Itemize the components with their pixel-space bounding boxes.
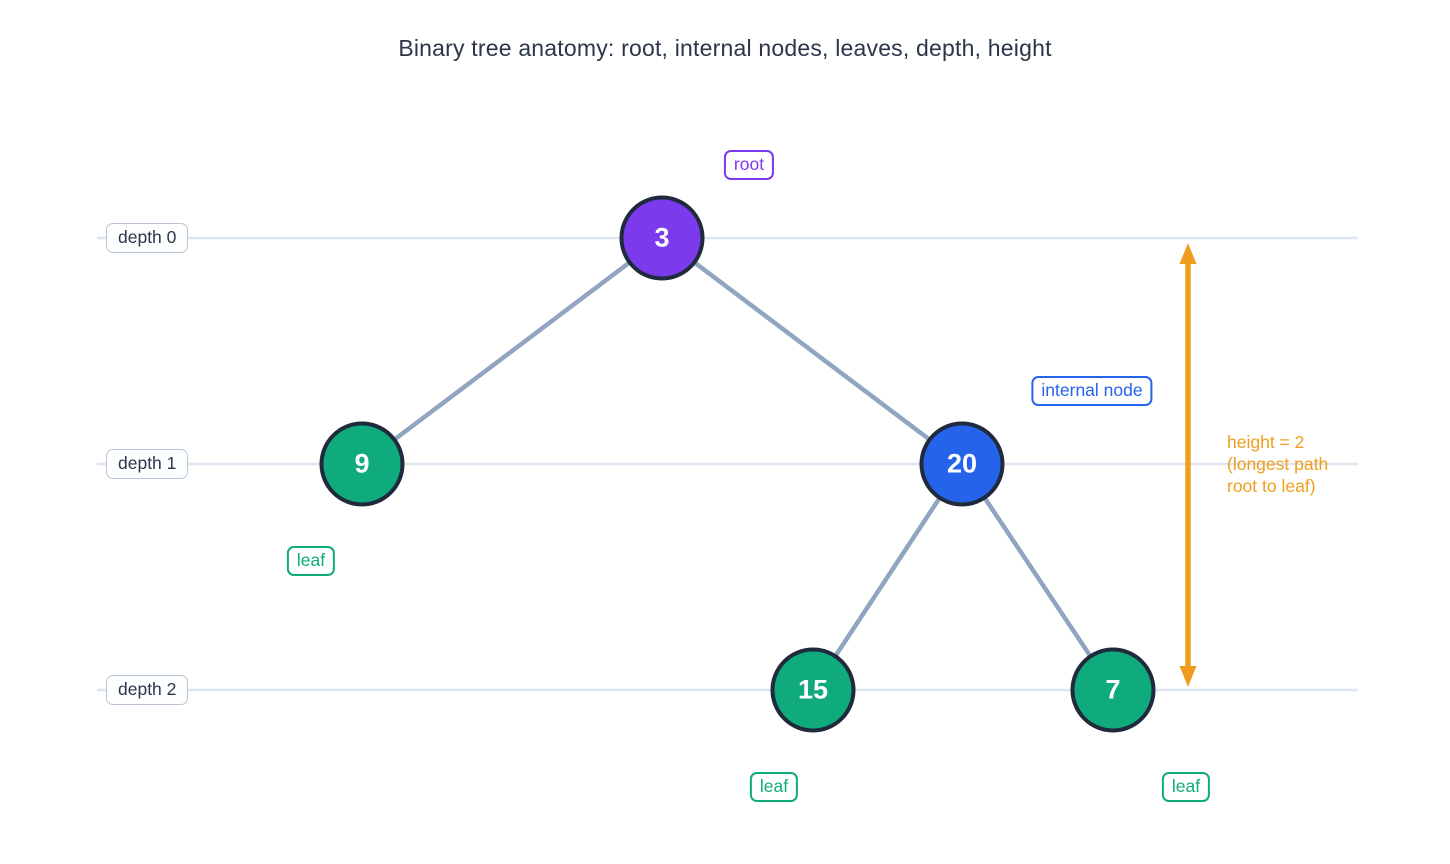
height-annotation: height = 2 (longest path root to leaf) <box>1227 431 1328 497</box>
leaf-label-7: leaf <box>1161 772 1211 802</box>
height-arrow-head-top <box>1179 243 1197 264</box>
edge-3-9 <box>360 236 664 466</box>
tree-node-3: 3 <box>619 195 705 281</box>
leaf-label-9: leaf <box>286 546 336 576</box>
depth-1-label: depth 1 <box>106 449 189 479</box>
edge-20-15 <box>811 462 964 692</box>
height-arrow <box>1179 243 1197 687</box>
root-label: root <box>723 150 775 180</box>
tree-node-9: 9 <box>319 421 405 507</box>
tree-node-15: 15 <box>770 647 856 733</box>
tree-node-20: 20 <box>919 421 1005 507</box>
height-annotation-line-2: (longest path <box>1227 454 1329 474</box>
depth-2-label: depth 2 <box>106 675 189 705</box>
height-annotation-line-1: height = 2 <box>1227 432 1305 452</box>
tree-node-7: 7 <box>1070 647 1156 733</box>
internal-node-label: internal node <box>1031 376 1153 406</box>
depth-0-label: depth 0 <box>106 223 189 253</box>
height-annotation-line-3: root to leaf) <box>1227 476 1316 496</box>
edge-3-20 <box>660 236 964 466</box>
leaf-label-15: leaf <box>749 772 799 802</box>
diagram-title: Binary tree anatomy: root, internal node… <box>398 35 1052 61</box>
height-arrow-head-bottom <box>1179 666 1197 687</box>
edge-20-7 <box>960 462 1115 692</box>
